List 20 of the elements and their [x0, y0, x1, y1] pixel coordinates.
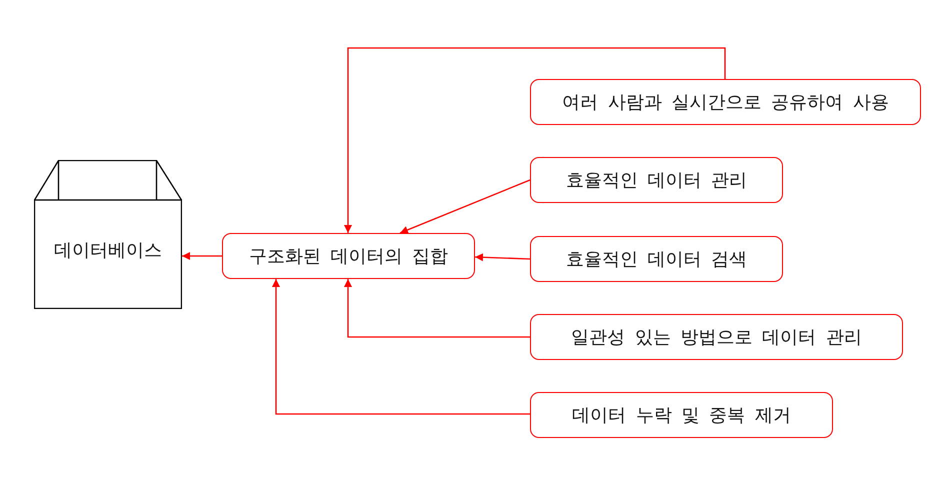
box-text: 일관성 있는 방법으로 데이터 관리 [571, 326, 862, 349]
box-text: 여러 사람과 실시간으로 공유하여 사용 [562, 91, 889, 114]
box-label: 데이터베이스 [54, 239, 162, 262]
box-text: 효율적인 데이터 관리 [566, 169, 748, 192]
arrow [400, 179, 530, 234]
box-drawing [34, 160, 182, 309]
arrow [344, 47, 726, 233]
process-box [530, 314, 903, 360]
box-text: 구조화된 데이터의 집합 [248, 245, 448, 268]
box-text: 데이터 누락 및 중복 제거 [572, 404, 791, 427]
arrow [272, 279, 530, 415]
arrow [474, 253, 530, 262]
arrow [182, 252, 222, 260]
process-box [222, 233, 475, 279]
arrow [344, 279, 530, 338]
process-box [530, 392, 833, 438]
box-text: 효율적인 데이터 검색 [566, 248, 748, 271]
process-box [530, 236, 783, 282]
process-box [530, 157, 783, 203]
process-box [530, 79, 921, 125]
